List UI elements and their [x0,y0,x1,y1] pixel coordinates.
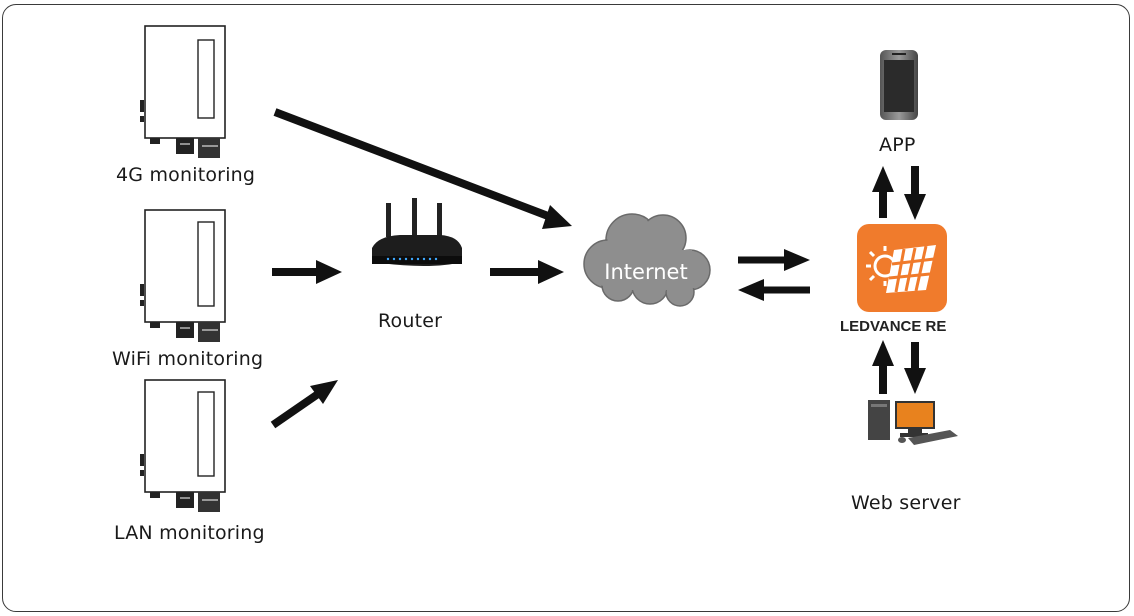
device-label-4g: 4G monitoring [116,164,256,186]
inverter-wifi-icon [140,209,226,342]
web-server-label: Web server [851,492,961,514]
arrow-internet-to-server [738,249,810,271]
brand-label: LEDVANCE RE [840,318,947,335]
phone-icon [880,50,918,120]
cloud-icon: Internet [583,213,711,307]
arrow-4g-to-internet [273,108,572,229]
device-label-wifi: WiFi monitoring [112,348,264,370]
device-label-lan: LAN monitoring [114,522,265,544]
computer-icon [868,400,958,445]
app-label: APP [879,134,916,156]
arrows [270,108,926,429]
ledvance-logo-icon [857,224,947,312]
inverter-lan-icon [140,379,226,512]
diagram-frame [2,4,1130,612]
arrow-server-to-internet [738,279,810,301]
arrow-app-to-logo [904,166,926,220]
arrow-wifi-to-router [272,260,342,284]
arrow-router-to-internet [490,260,564,284]
inverter-4g-icon [140,25,226,158]
arrow-logo-to-server [904,342,926,394]
internet-label: Internet [604,260,687,284]
router-icon [372,198,462,266]
arrow-lan-to-router [270,380,338,429]
router-label: Router [378,310,443,332]
arrow-server-to-logo [872,340,894,394]
arrow-logo-to-app [872,166,894,218]
